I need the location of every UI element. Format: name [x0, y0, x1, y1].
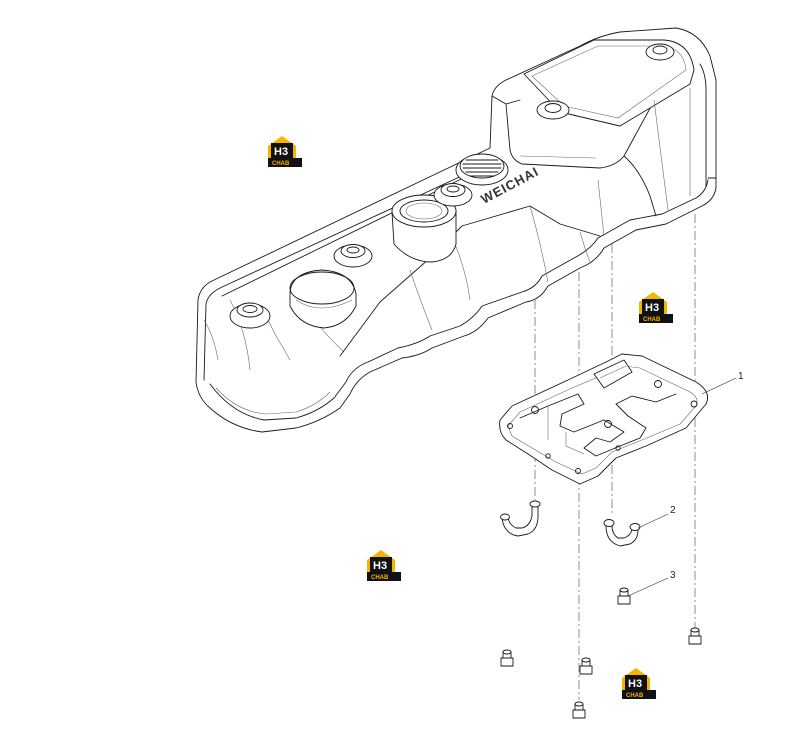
valve-cover: WEICHAI — [195, 27, 717, 433]
watermark-logo: H3 CHAB — [268, 136, 302, 167]
callout-1-label: 1 — [738, 371, 744, 382]
svg-text:CHAB: CHAB — [626, 693, 644, 699]
hose-right — [603, 519, 641, 547]
svg-text:CHAB: CHAB — [272, 161, 290, 167]
bolt-bottom — [572, 701, 586, 719]
svg-text:H3: H3 — [645, 302, 659, 314]
watermark-logo: H3 CHAB — [367, 550, 401, 581]
bolt-right — [688, 627, 702, 645]
svg-text:H3: H3 — [274, 146, 288, 158]
callout-2-label: 2 — [670, 505, 676, 516]
bolt-center — [579, 657, 593, 675]
svg-text:H3: H3 — [628, 678, 642, 690]
callout-2: 2 — [637, 505, 676, 529]
svg-text:CHAB: CHAB — [643, 317, 661, 323]
gasket-plate — [499, 353, 709, 485]
bolt-left — [500, 649, 514, 667]
watermark-logo: H3 CHAB — [639, 292, 673, 323]
svg-text:H3: H3 — [373, 560, 387, 572]
svg-text:CHAB: CHAB — [371, 575, 389, 581]
callout-3-label: 3 — [670, 570, 676, 581]
bolt-callout3 — [617, 587, 631, 605]
callout-1: 1 — [701, 371, 744, 395]
watermark-logo: H3 CHAB — [622, 668, 656, 699]
callout-3: 3 — [627, 570, 676, 597]
hose-left — [500, 500, 541, 537]
